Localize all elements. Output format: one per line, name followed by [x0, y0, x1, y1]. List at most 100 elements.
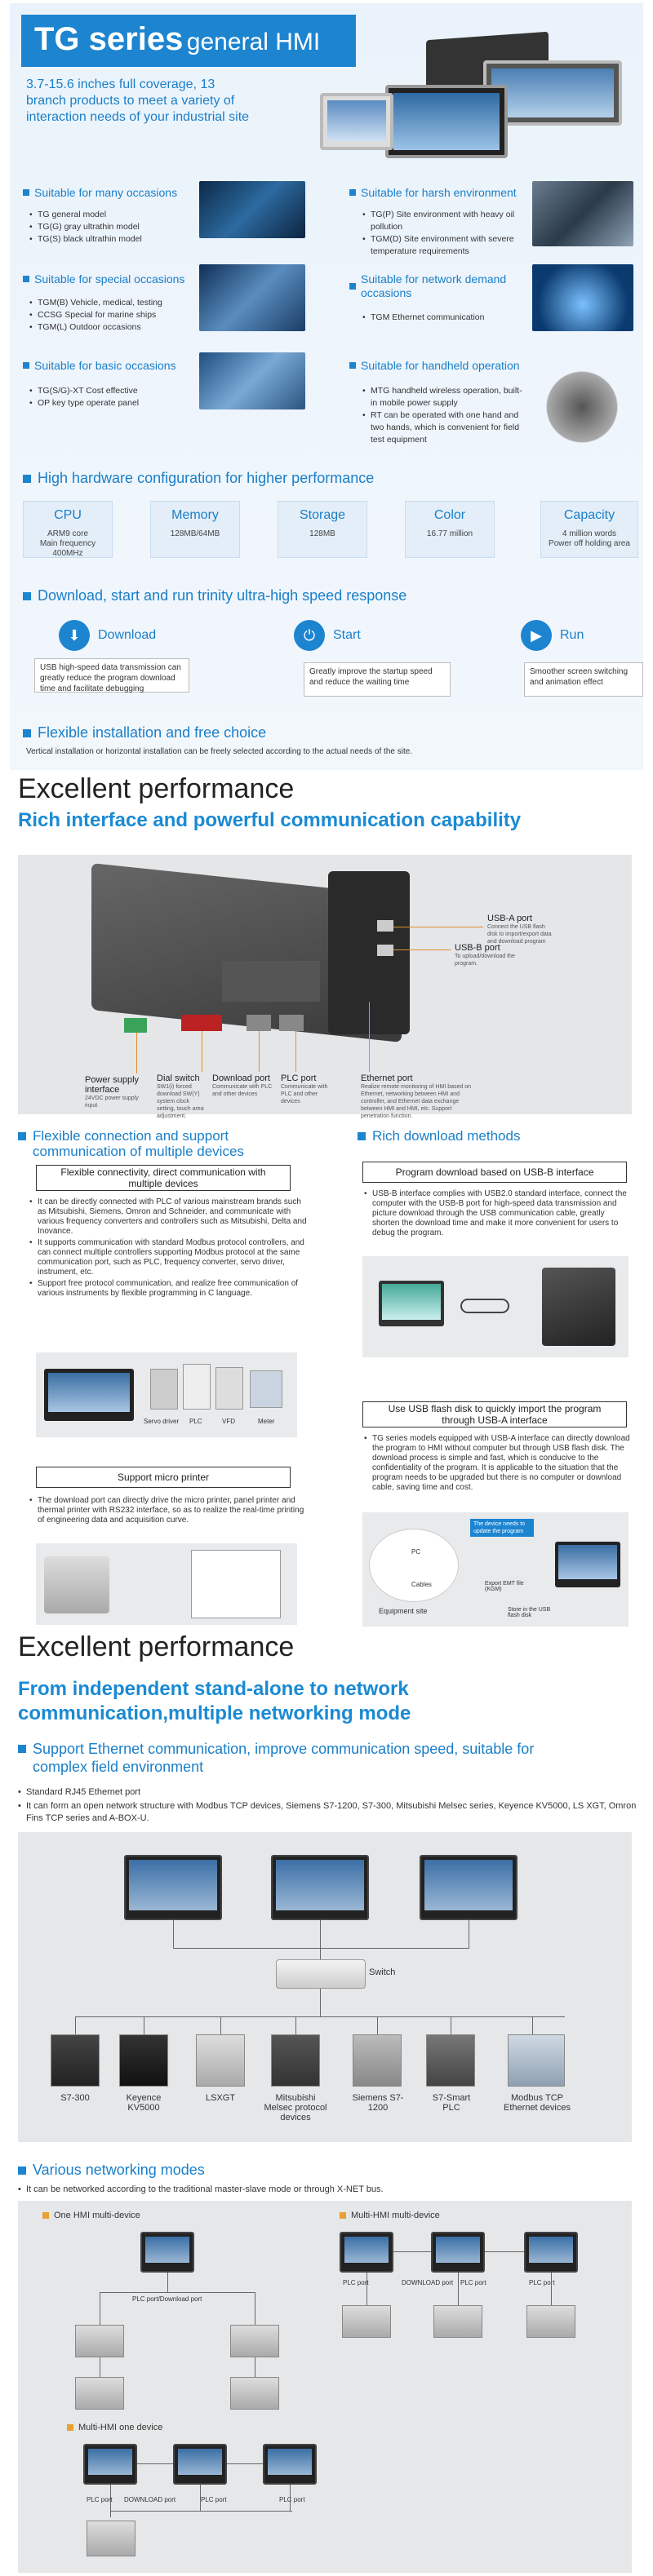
- label-s7-300: S7-300: [60, 2093, 90, 2103]
- mode3-plc-label-1: PLC port: [87, 2496, 113, 2503]
- printer-image: [44, 1556, 109, 1613]
- hero-title-sub: general HMI: [186, 29, 321, 55]
- usba-pc-label: PC: [411, 1548, 421, 1556]
- mode3-plc-label-2: PLC port: [201, 2496, 227, 2503]
- mode3-plc-label-3: PLC port: [279, 2496, 305, 2503]
- laptop-image: [379, 1281, 444, 1326]
- feature-list-special: TGM(B) Vehicle, medical, testingCCSG Spe…: [29, 297, 193, 334]
- various-list: It can be networked according to the tra…: [18, 2184, 638, 2196]
- device-kv5000: [119, 2034, 168, 2087]
- feature-title-harsh: Suitable for harsh environment: [349, 186, 517, 199]
- device-s7-300: [51, 2034, 100, 2087]
- flex-list: It can be directly connected with PLC of…: [29, 1197, 307, 1300]
- feature-title-network: Suitable for network demand occasions: [349, 272, 529, 300]
- download-desc: USB high-speed data transmission can gre…: [34, 658, 189, 693]
- feature-list-network: TGM Ethernet communication: [362, 312, 534, 324]
- ethernet-network-diagram: Switch S7-300 Keyence KV5000 LSXGT Mitsu…: [18, 1832, 632, 2142]
- device-modbus-tcp: [508, 2034, 565, 2087]
- mode2-plc-label-3: PLC port: [529, 2279, 555, 2286]
- mode2-title: Multi-HMI multi-device: [340, 2211, 440, 2220]
- perf1-heading: Excellent performance: [18, 773, 295, 804]
- perf2-heading: Excellent performance: [18, 1631, 295, 1662]
- mode1-title: One HMI multi-device: [42, 2211, 140, 2220]
- feature-image-handheld: [537, 370, 627, 444]
- mode3-title: Multi-HMI one device: [67, 2423, 162, 2432]
- feature-title-basic: Suitable for basic occasions: [23, 359, 176, 372]
- mode2-hmi-1: [340, 2232, 393, 2273]
- flex-title: Flexible connection and support communic…: [18, 1128, 312, 1159]
- feature-list-basic: TG(S/G)-XT Cost effectiveOP key type ope…: [29, 385, 193, 409]
- mode3-dl-label: DOWNLOAD port: [124, 2496, 176, 2503]
- feature-list-harsh: TG(P) Site environment with heavy oil po…: [362, 209, 534, 258]
- usbb-list: USB-B interface complies with USB2.0 sta…: [364, 1189, 630, 1240]
- mode2-plc-3: [526, 2305, 575, 2338]
- feature-image-network: [532, 264, 633, 331]
- usbb-box-title: Program download based on USB-B interfac…: [362, 1162, 627, 1183]
- feature-title-special: Suitable for special occasions: [23, 272, 184, 285]
- mode3-plc: [87, 2521, 135, 2556]
- label-melsec: Mitsubishi Melsec protocol devices: [264, 2093, 327, 2122]
- networking-modes-diagram: One HMI multi-device PLC port/Download p…: [18, 2201, 632, 2573]
- usba-bubble: The device needs to update the program: [470, 1519, 534, 1537]
- hmi-2: [271, 1855, 369, 1920]
- download-icon: ⬇: [59, 620, 90, 651]
- various-title: Various networking modes: [18, 2162, 205, 2179]
- mode1-plc-4: [230, 2377, 279, 2410]
- flex-device-vfd: VFD: [222, 1418, 235, 1425]
- hmi-3: [420, 1855, 518, 1920]
- mode3-hmi-3: [263, 2444, 317, 2485]
- hardware-title: High hardware configuration for higher p…: [23, 470, 374, 487]
- mode1-plc-2: [230, 2325, 279, 2357]
- device-s7-smart: [426, 2034, 475, 2087]
- flex-device-plc: PLC: [189, 1418, 202, 1425]
- hmi-1: [124, 1855, 222, 1920]
- feature-title-handheld: Suitable for handheld operation: [349, 359, 520, 372]
- feature-image-special: [199, 264, 305, 331]
- hmi-image-usba: [555, 1542, 620, 1587]
- mode1-plc-3: [75, 2377, 124, 2410]
- printer-list: The download port can directly drive the…: [29, 1496, 307, 1527]
- feature-image-basic: [199, 352, 305, 409]
- usba-cables-label: Cables: [411, 1581, 432, 1588]
- printer-image-panel: [36, 1543, 297, 1625]
- mode1-port-label: PLC port/Download port: [132, 2295, 202, 2303]
- usba-store-label: Store in the USB flash disk: [508, 1607, 551, 1618]
- rich-title: Rich download methods: [358, 1128, 520, 1144]
- download-item: ⬇Download: [59, 620, 156, 651]
- power-icon: ⏻: [294, 620, 325, 651]
- play-icon: ▶: [521, 620, 552, 651]
- start-desc: Greatly improve the startup speed and re…: [304, 662, 451, 697]
- label-s7-1200: Siemens S7-1200: [352, 2093, 404, 2113]
- usba-box-title: Use USB flash disk to quickly import the…: [362, 1401, 627, 1427]
- usbb-image-panel: [362, 1256, 629, 1357]
- feature-list-many: TG general modelTG(G) gray ultrathin mod…: [29, 209, 193, 246]
- usba-image-panel: PC Cables Equipment site The device need…: [362, 1512, 629, 1627]
- mode2-plc-2: [433, 2305, 482, 2338]
- mode2-plc-label-2: PLC port: [460, 2279, 486, 2286]
- switch-image: [276, 1959, 366, 1989]
- feature-image-harsh: [532, 181, 633, 246]
- perf2-subheading: From independent stand-alone to network …: [18, 1678, 411, 1724]
- run-desc: Smoother screen switching and animation …: [524, 662, 643, 697]
- mode2-dl-label: DOWNLOAD port: [402, 2279, 454, 2286]
- download-title: Download, start and run trinity ultra-hi…: [23, 587, 406, 604]
- install-title: Flexible installation and free choice: [23, 724, 266, 741]
- hero-banner: TG series general HMI 3.7-15.6 inches fu…: [10, 3, 643, 770]
- mode2-hmi-3: [524, 2232, 578, 2273]
- mode1-hmi: [140, 2232, 194, 2273]
- hmi-back-image: [542, 1268, 615, 1346]
- mode2-plc-label-1: PLC port: [343, 2279, 369, 2286]
- install-desc: Vertical installation or horizontal inst…: [26, 747, 413, 756]
- device-lsxgt: [196, 2034, 245, 2087]
- label-s7-smart: S7-Smart PLC: [432, 2093, 471, 2113]
